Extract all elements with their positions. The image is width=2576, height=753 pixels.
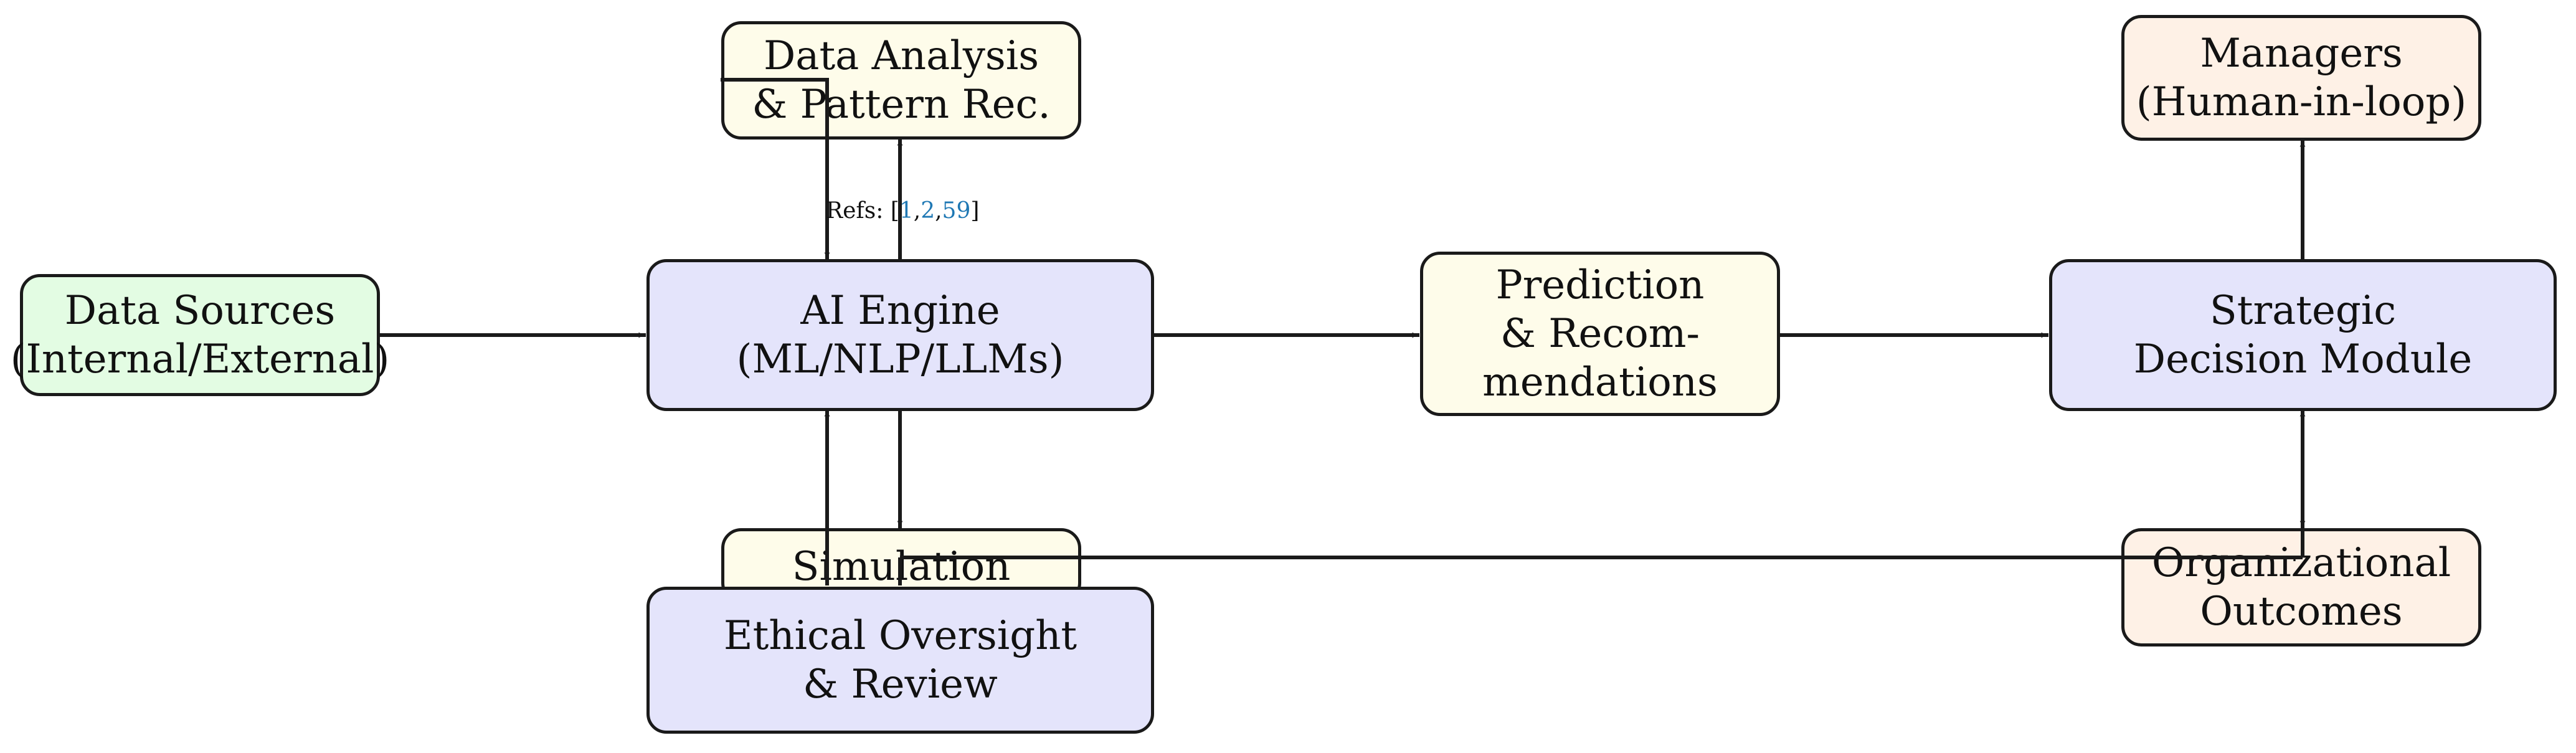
node-ethical-line2: & Review <box>803 661 998 708</box>
refs-label: Refs: [1,2,59] <box>826 198 979 224</box>
node-strategic: Strategic Decision Module <box>2049 259 2557 411</box>
refs-sep-2: , <box>935 198 942 224</box>
ref-link-59[interactable]: 59 <box>942 198 971 224</box>
node-prediction-line3: mendations <box>1482 359 1718 406</box>
node-ai-engine: AI Engine (ML/NLP/LLMs) <box>646 259 1154 411</box>
node-strategic-line2: Decision Module <box>2133 336 2473 382</box>
node-managers: Managers (Human-in-loop) <box>2121 15 2481 141</box>
node-managers-line2: (Human-in-loop) <box>2136 79 2467 125</box>
refs-suffix: ] <box>970 198 980 224</box>
refs-prefix: Refs: [ <box>826 198 899 224</box>
refs-sep-1: , <box>913 198 921 224</box>
edge-overlay-analysis <box>722 78 829 140</box>
node-outcomes-line2: Outcomes <box>2200 589 2403 635</box>
ref-link-1[interactable]: 1 <box>899 198 914 224</box>
node-ai-engine-line2: (ML/NLP/LLMs) <box>736 336 1064 382</box>
node-prediction: Prediction & Recom- mendations <box>1420 252 1780 416</box>
node-managers-line1: Managers <box>2200 30 2403 77</box>
node-data-analysis-line2: & Pattern Rec. <box>752 82 1051 128</box>
node-data-sources: Data Sources (Internal/External) <box>11 274 389 396</box>
node-prediction-line1: Prediction <box>1495 262 1705 308</box>
node-ethical: Ethical Oversight & Review <box>646 587 1154 734</box>
node-strategic-line1: Strategic <box>2209 287 2397 334</box>
node-ethical-line1: Ethical Oversight <box>723 612 1077 659</box>
node-data-sources-line2: (Internal/External) <box>10 336 390 382</box>
node-ai-engine-line1: AI Engine <box>800 287 1000 334</box>
node-data-sources-line1: Data Sources <box>64 287 336 334</box>
node-prediction-line2: & Recom- <box>1500 310 1700 357</box>
ref-link-2[interactable]: 2 <box>921 198 935 224</box>
node-data-analysis-line1: Data Analysis <box>763 32 1039 79</box>
